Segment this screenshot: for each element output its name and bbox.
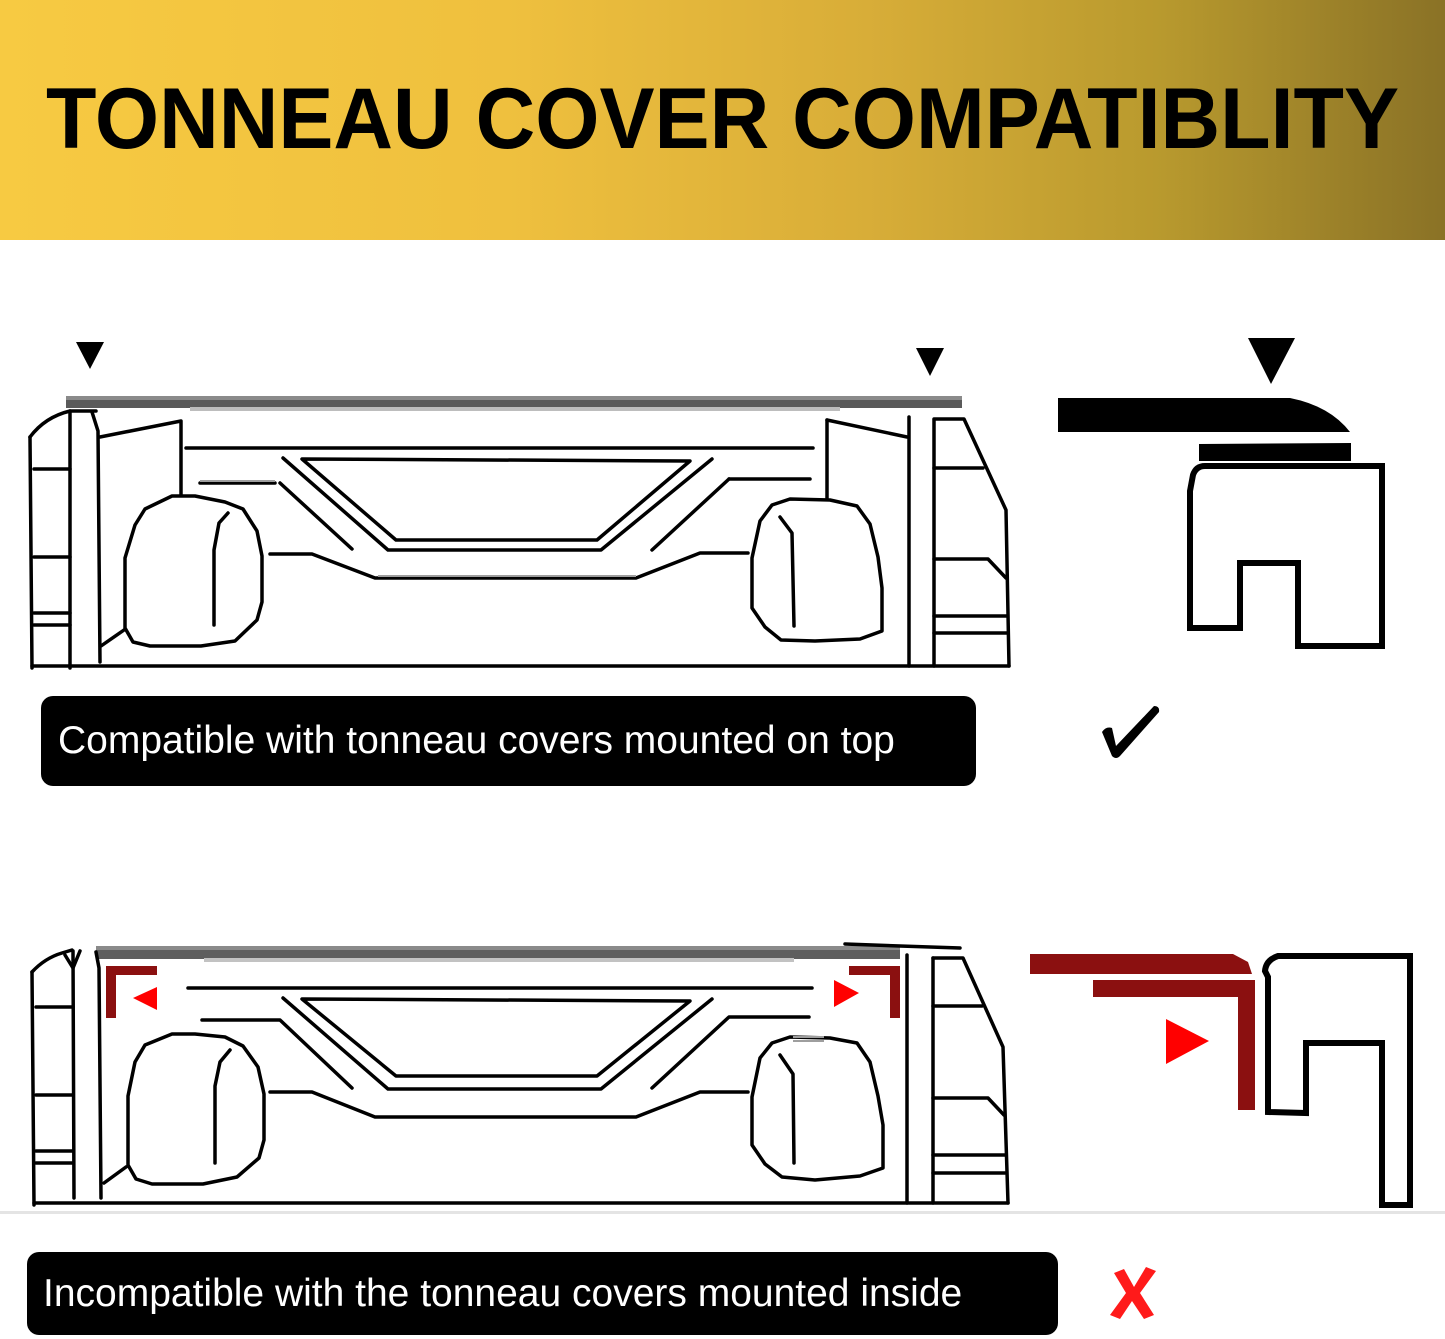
- pointer-arrow-icon: [76, 342, 104, 369]
- rail-profile-illustration: [1058, 338, 1385, 649]
- pointer-arrow-icon: [1248, 338, 1295, 384]
- red-arrow-right-icon: [834, 980, 859, 1007]
- check-mark-icon: [1102, 706, 1160, 758]
- rail-profile-diagram-top: [1040, 320, 1440, 680]
- page-title: TONNEAU COVER COMPATIBLITY: [45, 71, 1400, 167]
- compatible-label: Compatible with tonneau covers mounted o…: [41, 696, 976, 786]
- incompatible-label-text: Incompatible with the tonneau covers mou…: [43, 1271, 963, 1315]
- rail-profile-illustration: [1030, 953, 1413, 1208]
- truck-bed-illustration: [30, 942, 1010, 1207]
- x-mark-icon: [1110, 1267, 1156, 1319]
- compatible-label-text: Compatible with tonneau covers mounted o…: [58, 719, 895, 762]
- red-arrow-left-icon: [133, 987, 157, 1010]
- truck-bed-diagram-inside: [0, 930, 1030, 1215]
- pointer-arrow-icon: [916, 348, 944, 376]
- truck-bed-illustration: [28, 342, 1011, 670]
- rail-profile-diagram-inside: [1020, 930, 1440, 1215]
- section-divider: [0, 1211, 1445, 1214]
- header-banner: TONNEAU COVER COMPATIBLITY: [0, 0, 1445, 240]
- red-arrow-right-icon: [1166, 1019, 1209, 1064]
- incompatible-label: Incompatible with the tonneau covers mou…: [27, 1252, 1058, 1335]
- truck-bed-diagram-top: [0, 330, 1030, 680]
